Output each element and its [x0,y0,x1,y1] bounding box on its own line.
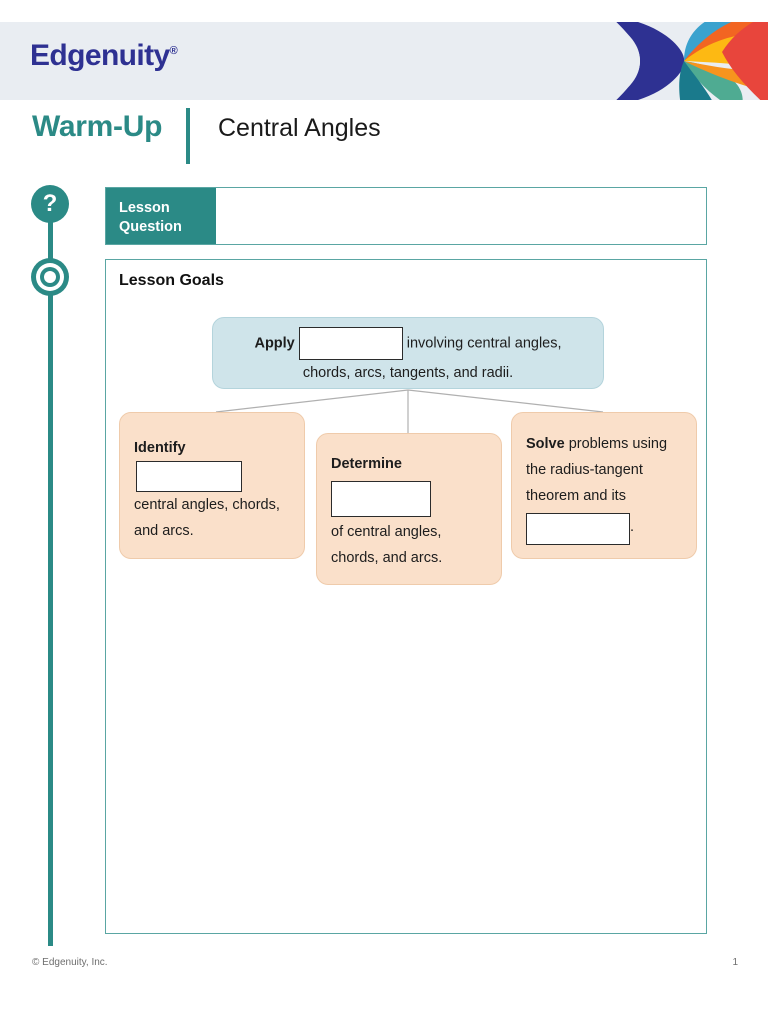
goal-apply-blank[interactable] [298,327,403,360]
target-icon-core [44,271,56,283]
goal-solve-text-after: . [630,518,635,535]
target-icon [31,258,69,296]
goal-solve-blank[interactable] [526,513,630,545]
lesson-goals-diagram: Apply involving central angles, chords, a… [106,260,708,935]
goal-apply-text-after: involving central angles, [406,335,562,352]
goal-node-solve: Solve problems using the radius-tangent … [511,412,697,559]
page-title-eyebrow: Warm-Up [32,110,163,143]
lesson-question-label-line1: Lesson [119,200,170,216]
goal-apply-text-line2: chords, arcs, tangents, and radii. [302,365,514,381]
goal-node-apply: Apply involving central angles, chords, a… [212,317,604,389]
footer-copyright: © Edgenuity, Inc. [32,957,108,968]
lesson-goals-panel: Lesson Goals Apply involving central angl… [105,259,707,934]
progress-rail-line [48,210,53,946]
edgenuity-pinwheel-graphic [600,22,768,100]
brand-name: Edgenuity [30,39,170,72]
page-title-row: Warm-Up Central Angles [0,108,768,164]
goal-apply-verb: Apply [254,335,295,352]
lesson-question-panel: Lesson Question [105,187,707,245]
goal-solve-verb: Solve [526,436,565,452]
goal-determine-verb: Determine [331,456,402,472]
lesson-question-answer-field[interactable] [216,188,706,244]
registered-mark-icon: ® [169,45,178,57]
goal-identify-text-after: central angles, chords, and arcs. [134,497,280,539]
goal-determine-blank[interactable] [331,481,431,517]
goal-solve-text-before: problems using the radius-tangent theore… [526,436,668,504]
goal-identify-blank[interactable] [136,461,242,492]
title-divider [186,108,190,164]
goal-node-identify: Identify central angles, chords, and arc… [119,412,305,559]
question-mark-icon: ? [31,185,69,223]
goal-determine-text-after: of central angles, chords, and arcs. [331,524,443,566]
lesson-goals-heading: Lesson Goals [119,272,224,289]
page-title: Central Angles [218,114,381,142]
footer-page-number: 1 [732,957,738,968]
app-header-bar: Edgenuity® [0,22,768,100]
lesson-question-label-line2: Question [119,219,182,235]
goal-node-determine: Determine of central angles, chords, and… [316,433,502,585]
goal-identify-verb: Identify [134,440,186,456]
lesson-question-label: Lesson Question [106,188,216,244]
edgenuity-logo: Edgenuity® [30,39,178,73]
